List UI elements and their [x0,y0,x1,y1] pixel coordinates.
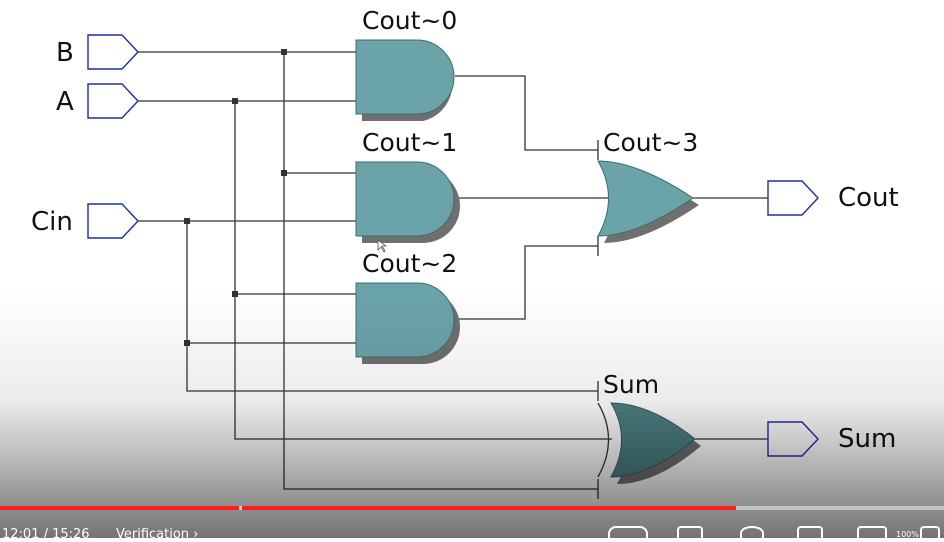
wire-cout0 [455,75,598,151]
output-port-sum: Sum [767,421,896,457]
junction-cin-2 [184,340,190,346]
player-controls: 12:01 / 15:26 Verification › [0,520,944,542]
junction-b-1 [281,49,287,55]
input-port-a: A [56,83,139,119]
settings-gear-icon[interactable] [740,526,764,540]
mouse-cursor-icon [377,239,388,253]
input-port-cin: Cin [31,203,139,239]
gate-label-sum: Sum [603,370,659,399]
input-label-b: B [56,38,74,68]
time-display: 12:01 / 15:26 [2,527,90,542]
miniplayer-icon[interactable] [797,526,823,540]
theater-mode-icon[interactable] [857,526,887,540]
gate-label-cout1: Cout~1 [362,128,457,157]
input-port-b: B [56,34,139,70]
input-label-a: A [56,87,74,117]
input-label-cin: Cin [31,207,73,237]
gate-label-cout2: Cout~2 [362,249,457,278]
wire-cout2 [455,245,598,320]
junction-b-2 [281,170,287,176]
fullscreen-icon[interactable] [920,526,940,540]
gate-label-cout0: Cout~0 [362,6,457,35]
xor-gate-sum: Sum [597,370,701,484]
subtitles-icon[interactable] [677,526,703,540]
autoplay-toggle-icon[interactable] [608,526,648,540]
and-gate-cout1: Cout~1 [355,128,460,243]
chapter-title-text: Verification [116,527,190,542]
output-label-cout: Cout [838,183,899,213]
output-label-sum: Sum [838,424,896,454]
and-gate-cout0: Cout~0 [355,6,457,121]
chapter-marker [239,506,242,510]
xor-back-curve [597,402,610,478]
zoom-badge: 100% [896,530,919,539]
or-gate-cout3: Cout~3 [597,128,699,243]
chapter-arrow-icon: › [193,527,199,542]
and-gate-cout2: Cout~2 [355,249,460,364]
output-port-cout: Cout [767,180,899,216]
junction-a-2 [232,291,238,297]
gate-label-cout3: Cout~3 [603,128,698,157]
junction-a-1 [232,98,238,104]
progress-bar[interactable] [0,506,944,510]
progress-played [0,506,737,510]
chapter-title[interactable]: Verification › [116,527,198,542]
junction-cin-1 [184,218,190,224]
